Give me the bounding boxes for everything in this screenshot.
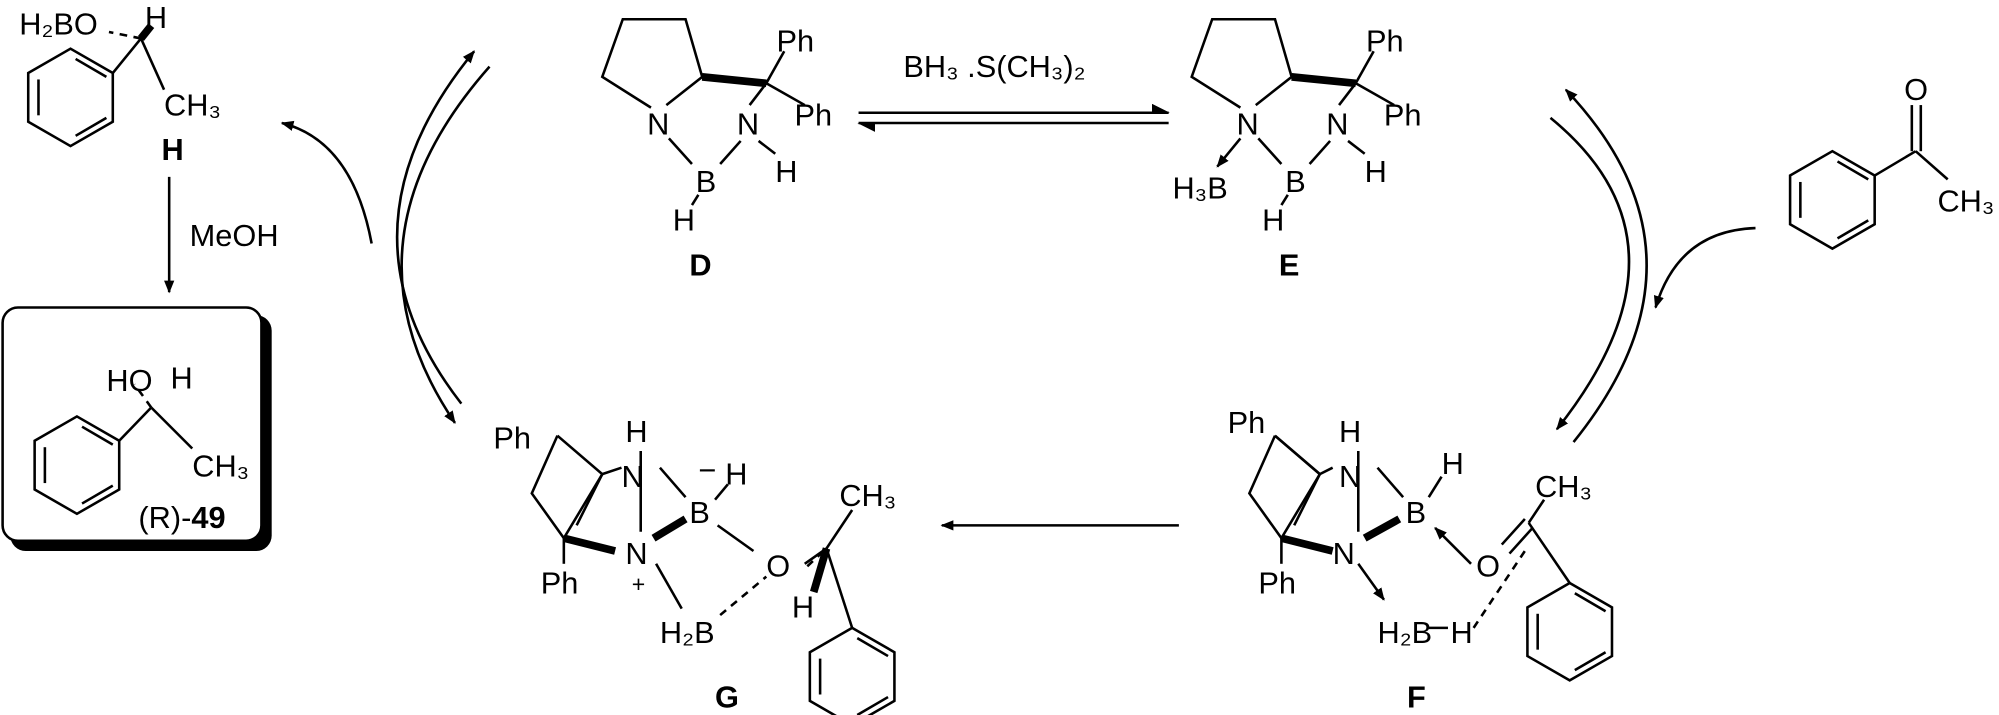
e-to-f-arrow — [1549, 116, 1631, 431]
f-h: H — [1451, 615, 1473, 650]
g-h2b: H₂B — [660, 615, 715, 650]
g-to-d-arrow — [395, 50, 476, 405]
g-n2: N — [625, 536, 647, 571]
f-bh: H — [1442, 446, 1464, 481]
f-n1: N — [1339, 459, 1361, 494]
g-h: H — [792, 590, 814, 625]
substrate-entry-arrow — [1653, 226, 1756, 309]
meoh-label: MeOH — [190, 218, 279, 253]
e-n1: N — [1237, 107, 1259, 142]
d-nh: H — [775, 154, 797, 189]
g-n1: N — [621, 459, 643, 494]
f-n2: N — [1333, 536, 1355, 571]
compound-e-label: E — [1279, 247, 1300, 282]
h-hydrogen-label: H — [145, 0, 167, 35]
acetophenone-methyl: CH₃ — [1937, 183, 1994, 218]
d-b: B — [696, 164, 717, 199]
e-n2: N — [1326, 107, 1348, 142]
h-methyl-label: CH₃ — [164, 87, 221, 122]
acetophenone: O CH₃ — [1788, 72, 1994, 251]
e-nh: H — [1365, 154, 1387, 189]
product-h-label: H — [170, 360, 192, 395]
d-bh: H — [673, 203, 695, 238]
compound-g-label: G — [715, 679, 739, 714]
compound-f-label: F — [1407, 679, 1426, 714]
e-ph1: Ph — [1366, 23, 1404, 58]
d-n2: N — [737, 107, 759, 142]
e-bh3: H₃B — [1172, 171, 1227, 206]
g-minus: − — [698, 453, 716, 488]
f-h2b: H₂B — [1378, 615, 1433, 650]
f-b: B — [1406, 495, 1427, 530]
f-methyl: CH₃ — [1535, 469, 1592, 504]
g-methyl: CH₃ — [839, 478, 896, 513]
compound-d: Ph Ph N N B H H D — [600, 17, 832, 282]
g-o: O — [766, 549, 790, 584]
g-b: B — [689, 495, 710, 530]
g-ph2: Ph — [541, 565, 579, 600]
f-ph1: Ph — [1228, 405, 1266, 440]
e-bh: H — [1262, 203, 1284, 238]
compound-d-label: D — [689, 247, 711, 282]
reagent-label: BH₃ .S(CH₃)₂ — [903, 49, 1085, 84]
d-ph1: Ph — [777, 23, 815, 58]
compound-f: Ph N H B H N Ph O CH₃ H₂B H F — [1228, 405, 1614, 714]
f-to-e-arrow — [1564, 88, 1648, 443]
product-label: (R)-49 — [138, 500, 225, 535]
g-nh: H — [625, 414, 647, 449]
g-plus: + — [632, 571, 645, 597]
compound-h-label: H — [161, 132, 183, 167]
h-boronate-label: H₂BO — [19, 7, 98, 42]
release-h-arrow — [280, 120, 373, 244]
e-b: B — [1285, 164, 1306, 199]
product-methyl-label: CH₃ — [192, 449, 249, 484]
g-ph1: Ph — [493, 420, 531, 455]
product-ho-label: HO — [106, 363, 152, 398]
d-n1: N — [647, 107, 669, 142]
acetophenone-o: O — [1904, 72, 1928, 107]
f-o: O — [1476, 549, 1500, 584]
f-nh: H — [1339, 414, 1361, 449]
g-bh: H — [725, 456, 747, 491]
e-ph2: Ph — [1384, 98, 1422, 133]
compound-e: Ph Ph N N B H H H₃B E — [1172, 17, 1422, 282]
d-to-g-arrow — [400, 65, 491, 424]
f-ph2: Ph — [1258, 565, 1296, 600]
compound-h: H₂BO H CH₃ H — [19, 0, 221, 167]
d-ph2: Ph — [794, 98, 832, 133]
product-box: HO H CH₃ (R)-49 — [1, 306, 272, 551]
compound-g: Ph N H B − H N + Ph O CH₃ H₂B H G — [493, 414, 896, 715]
